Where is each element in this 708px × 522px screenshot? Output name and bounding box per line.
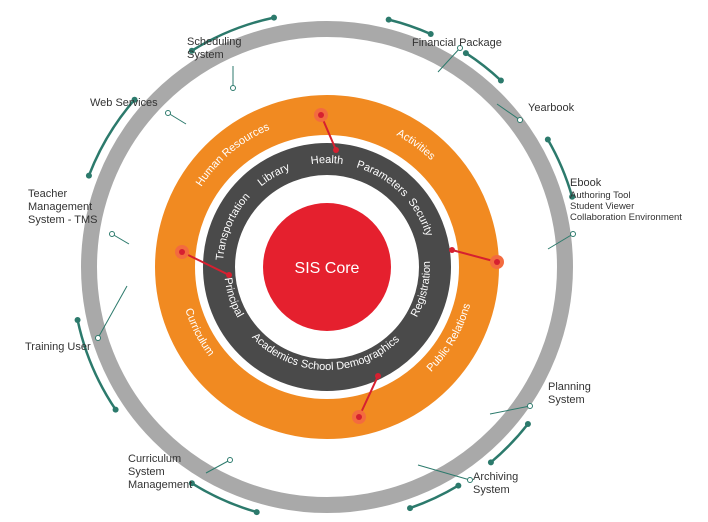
label-planning-system: Planning System	[548, 381, 591, 406]
outer-connector-end-3	[544, 136, 551, 143]
outer-leader-dot-0	[230, 85, 236, 91]
outer-leader-line-2	[111, 233, 130, 245]
label-archiving-system: Archiving System	[473, 471, 519, 496]
outer-connector-end-b-3	[569, 193, 576, 200]
outer-connector-end-b-6	[188, 480, 195, 487]
inner-connector-core-0	[318, 112, 324, 118]
outer-connector-end-5	[455, 482, 462, 489]
outer-connector-end-0	[188, 47, 195, 54]
outer-connector-end-1	[385, 16, 392, 23]
label-web-services: Web Services	[90, 97, 158, 109]
inner-connector-dot-1	[449, 247, 455, 253]
outer-connector-end-b-7	[74, 317, 81, 324]
inner-connector-line-2	[358, 375, 379, 418]
label-ebook: Ebook Authoring Tool Student Viewer Coll…	[570, 177, 682, 223]
outer-connector-arc-8	[87, 98, 136, 177]
inner-connector-dot-3	[226, 272, 232, 278]
outer-connector-end-b-4	[487, 459, 494, 466]
outer-leader-dot-3	[95, 335, 101, 341]
inner-connector-dot-0	[333, 147, 339, 153]
outer-leader-line-4	[437, 47, 461, 73]
outer-leader-line-5	[496, 103, 521, 121]
label-training-user: Training User	[25, 341, 91, 353]
outer-leader-line-8	[417, 464, 471, 481]
outer-connector-end-b-0	[270, 14, 277, 21]
outer-leader-dot-5	[517, 117, 523, 123]
outer-leader-dot-7	[527, 403, 533, 409]
outer-gray-ring	[81, 21, 573, 513]
outer-connector-end-b-5	[407, 505, 414, 512]
outer-connector-arc-7	[76, 319, 117, 411]
inner-connector-line-3	[181, 251, 230, 276]
outer-leader-line-3	[97, 285, 128, 339]
outer-leader-dot-8	[467, 477, 473, 483]
label-teacher-management-system: Teacher Management System - TMS	[28, 188, 98, 226]
outer-leader-line-1	[167, 112, 187, 125]
inner-connector-core-2	[356, 414, 362, 420]
outer-connector-end-b-8	[131, 96, 138, 103]
outer-leader-line-6	[547, 233, 574, 250]
sis-core-circle	[263, 203, 391, 331]
outer-connector-end-b-1	[427, 31, 434, 38]
label-yearbook: Yearbook	[528, 102, 575, 114]
outer-leader-line-7	[489, 405, 531, 415]
outer-leader-dot-4	[457, 45, 463, 51]
outer-connector-end-8	[85, 172, 92, 179]
outer-connector-end-4	[524, 420, 531, 427]
outer-leader-dot-9	[227, 457, 233, 463]
inner-connector-line-1	[451, 249, 498, 263]
outer-leader-dot-1	[165, 110, 171, 116]
inner-ring-label-health-text: Health	[310, 154, 344, 167]
outer-connector-end-2	[462, 50, 469, 57]
outer-leader-dot-2	[109, 231, 115, 237]
outer-connector-end-7	[112, 406, 119, 413]
outer-connector-arc-0	[191, 16, 275, 52]
inner-connector-dot-2	[375, 373, 381, 379]
inner-connector-core-3	[179, 249, 185, 255]
inner-connector-core-1	[494, 259, 500, 265]
sis-core-label: SIS Core	[295, 260, 360, 277]
outer-connector-end-6	[253, 509, 260, 516]
label-scheduling-system: Scheduling System	[187, 36, 242, 61]
label-financial-package: Financial Package	[412, 37, 502, 49]
label-curriculum-system-management: Curriculum System Management	[128, 453, 193, 491]
outer-connector-arc-6	[191, 482, 258, 514]
inner-ring-label-health: Health	[310, 154, 344, 167]
outer-connector-end-b-2	[497, 77, 504, 84]
dark-module-ring	[203, 143, 451, 391]
outer-leader-dot-6	[570, 231, 576, 237]
outer-leader-line-9	[205, 459, 231, 474]
